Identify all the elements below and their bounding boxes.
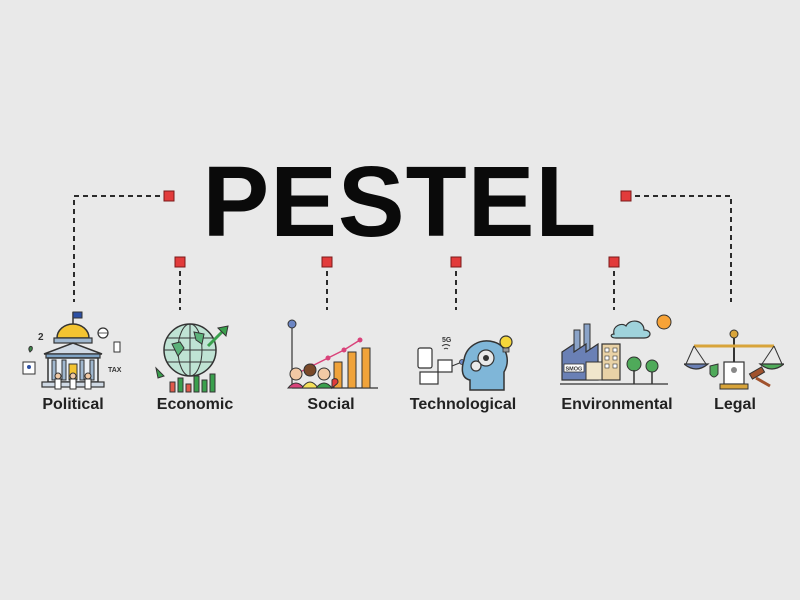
node-political	[163, 190, 175, 202]
node-legal	[620, 190, 632, 202]
people-growth-chart-icon	[286, 319, 378, 390]
node-technological	[450, 256, 462, 268]
factor-label-social: Social	[307, 396, 355, 413]
factor-label-economic: Economic	[156, 396, 234, 413]
head-gears-technology-icon: 5G	[417, 335, 513, 391]
factor-label-political: Political	[42, 396, 104, 413]
factor-label-environmental: Environmental	[561, 396, 673, 413]
svg-text:2: 2	[38, 332, 44, 343]
tax-text: TAX	[108, 367, 122, 374]
node-economic	[174, 256, 186, 268]
factor-label-legal: Legal	[714, 396, 756, 413]
factor-label-technological: Technological	[409, 396, 517, 413]
connector-legal	[626, 195, 732, 302]
5g-text: 5G	[442, 337, 452, 344]
smog-text: SMOG	[566, 367, 583, 373]
factory-city-nature-icon: SMOG	[560, 314, 672, 385]
government-building-icon: 2 TAX	[22, 311, 122, 390]
node-social	[321, 256, 333, 268]
connector-political	[73, 195, 169, 302]
scales-of-justice-icon	[684, 329, 784, 390]
node-environmental	[608, 256, 620, 268]
globe-chart-icon	[155, 323, 229, 393]
diagram-title: PESTEL	[202, 146, 598, 258]
